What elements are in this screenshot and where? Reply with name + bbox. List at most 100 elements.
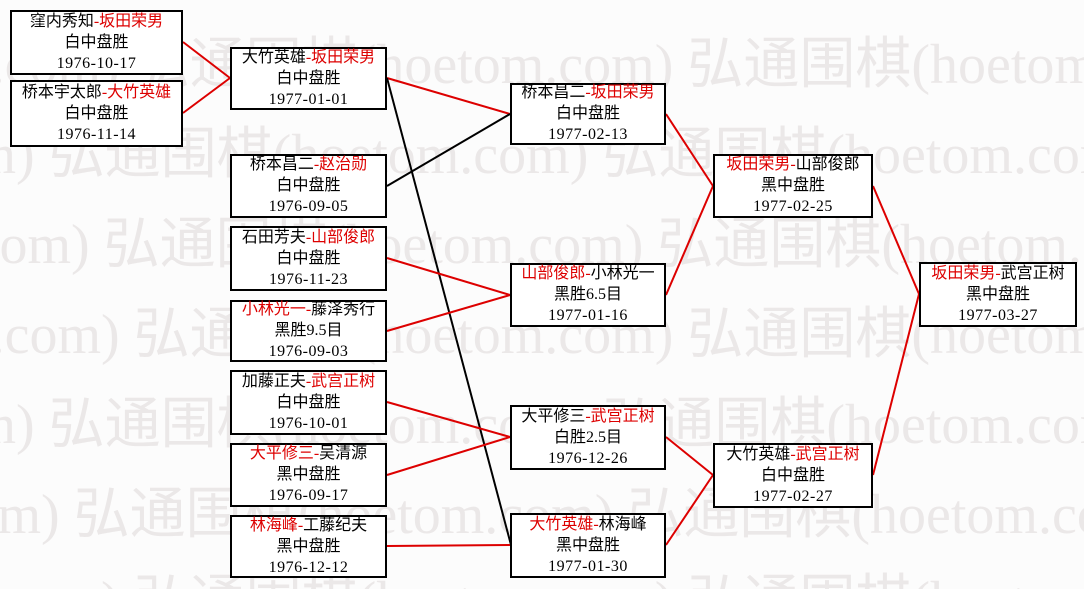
bracket-edge-red (665, 436, 714, 476)
match-players: 大竹英雄-坂田荣男 (242, 48, 375, 68)
match-players: 坂田荣男-武宫正树 (931, 264, 1064, 284)
match-result: 白胜2.5目 (553, 428, 622, 446)
match-box-round4: 大竹英雄-武宫正树白中盘胜 1977-02-27 (713, 443, 873, 508)
match-result: 黑胜9.5目 (274, 322, 343, 339)
match-box-round2: 大平修三-吴清源黑中盘胜 1976-09-17 (230, 443, 387, 507)
player-name: 小林光一 (590, 265, 655, 282)
player-name: 吴清源 (319, 445, 368, 462)
bracket-edge-red (665, 185, 714, 296)
bracket-edge-red (386, 544, 512, 547)
bracket-edge-black (386, 113, 511, 187)
match-players: 大平修三-吴清源 (250, 444, 367, 464)
match-date: 1977-01-01 (268, 90, 349, 108)
match-result: 白中盘胜 (276, 69, 341, 87)
match-result: 白中盘胜 (276, 249, 341, 267)
match-players: 桥本昌二-坂田荣男 (521, 83, 654, 103)
bracket-edge-black (386, 77, 512, 546)
bracket-edge-red (665, 474, 714, 546)
player-name: 桥本昌二 (249, 156, 314, 173)
match-date: 1977-02-27 (753, 487, 833, 505)
player-name-winner: -赵治勋 (313, 156, 368, 173)
match-date: 1977-01-16 (548, 307, 628, 324)
player-name: 武宫正树 (1000, 264, 1065, 282)
match-date: 1976-10-17 (56, 54, 137, 72)
match-result: 黑中盘胜 (276, 466, 341, 483)
match-players: 林海峰-工藤纪夫 (250, 516, 367, 536)
match-players: 加藤正夫-武宫正树 (242, 372, 375, 392)
match-players: 大竹英雄-林海峰 (529, 515, 646, 535)
match-players: 桥本昌二-赵治勋 (250, 155, 367, 175)
bracket-edge-red (386, 294, 511, 332)
match-box-round1: 窪内秀知-坂田荣男白中盘胜 1976-10-17 (10, 10, 183, 75)
match-result: 黑中盘胜 (965, 285, 1030, 303)
match-result: 白中盘胜 (64, 104, 129, 122)
match-result: 黑中盘胜 (276, 537, 341, 555)
match-date: 1977-01-30 (548, 557, 628, 575)
match-players: 窪内秀知-坂田荣男 (30, 12, 163, 32)
player-name-winner: -坂田荣男 (585, 84, 655, 101)
match-date: 1976-12-26 (548, 449, 628, 467)
player-name-winner: 小林光一- (241, 301, 312, 318)
bracket-edge-red (872, 293, 920, 476)
player-name: 林海峰 (598, 515, 647, 533)
player-name-winner: -武宫正树 (585, 407, 655, 425)
match-box-round2: 石田芳夫-山部俊郎白中盘胜 1976-11-23 (230, 226, 387, 291)
player-name-winner: -大竹英雄 (101, 83, 172, 101)
player-name-winner: -山部俊郎 (305, 228, 376, 246)
match-date: 1976-12-12 (268, 558, 349, 576)
match-result: 白中盘胜 (555, 105, 620, 122)
player-name: 加藤正夫 (241, 372, 306, 390)
match-box-round2: 林海峰-工藤纪夫黑中盘胜 1976-12-12 (230, 515, 387, 578)
player-name: 桥本昌二 (521, 84, 586, 101)
player-name: 石田芳夫 (241, 228, 306, 246)
player-name-winner: -武宫正树 (305, 372, 376, 390)
match-result: 白中盘胜 (64, 33, 129, 51)
bracket-edge-red (386, 77, 511, 115)
player-name: 藤泽秀行 (311, 301, 376, 318)
match-date: 1976-11-23 (268, 270, 349, 288)
match-players: 桥本宇太郎-大竹英雄 (22, 83, 171, 103)
match-result: 白中盘胜 (760, 466, 825, 484)
match-date: 1977-02-25 (753, 198, 833, 215)
player-name: 大竹英雄 (726, 445, 791, 463)
match-players: 大平修三-武宫正树 (521, 407, 654, 427)
match-box-round2: 大竹英雄-坂田荣男白中盘胜 1977-01-01 (230, 47, 387, 110)
match-date: 1976-11-14 (56, 125, 137, 143)
player-name-winner: 坂田荣男- (931, 264, 1001, 282)
bracket-edge-red (386, 401, 511, 438)
match-players: 小林光一-藤泽秀行 (242, 300, 375, 320)
bracket-edge-red (386, 436, 511, 476)
match-result: 黑胜6.5目 (553, 286, 622, 303)
match-date: 1976-10-01 (268, 414, 349, 432)
match-box-round4: 坂田荣男-山部俊郎黑中盘胜 1977-02-25 (713, 154, 873, 218)
match-date: 1977-02-13 (548, 126, 628, 143)
bracket-edge-red (182, 41, 231, 79)
match-date: 1976-09-03 (268, 343, 349, 360)
bracket-edge-red (872, 185, 920, 295)
player-name: 山部俊郎 (795, 156, 860, 173)
match-result: 黑中盘胜 (555, 536, 620, 554)
match-date: 1977-03-27 (958, 306, 1038, 324)
player-name-winner: 坂田荣男- (726, 156, 796, 173)
match-result: 黑中盘胜 (760, 177, 825, 194)
match-date: 1976-09-17 (268, 487, 349, 504)
player-name: 桥本宇太郎 (21, 83, 102, 101)
match-result: 白中盘胜 (276, 177, 341, 194)
player-name-winner: 林海峰- (249, 516, 304, 534)
player-name-winner: 大竹英雄- (529, 515, 599, 533)
player-name: 大竹英雄 (241, 48, 306, 66)
player-name: 大平修三 (521, 407, 586, 425)
player-name-winner: -武宫正树 (790, 445, 860, 463)
match-date: 1976-09-05 (268, 198, 349, 215)
player-name: 窪内秀知 (29, 12, 94, 30)
bracket-edge-red (182, 77, 231, 114)
